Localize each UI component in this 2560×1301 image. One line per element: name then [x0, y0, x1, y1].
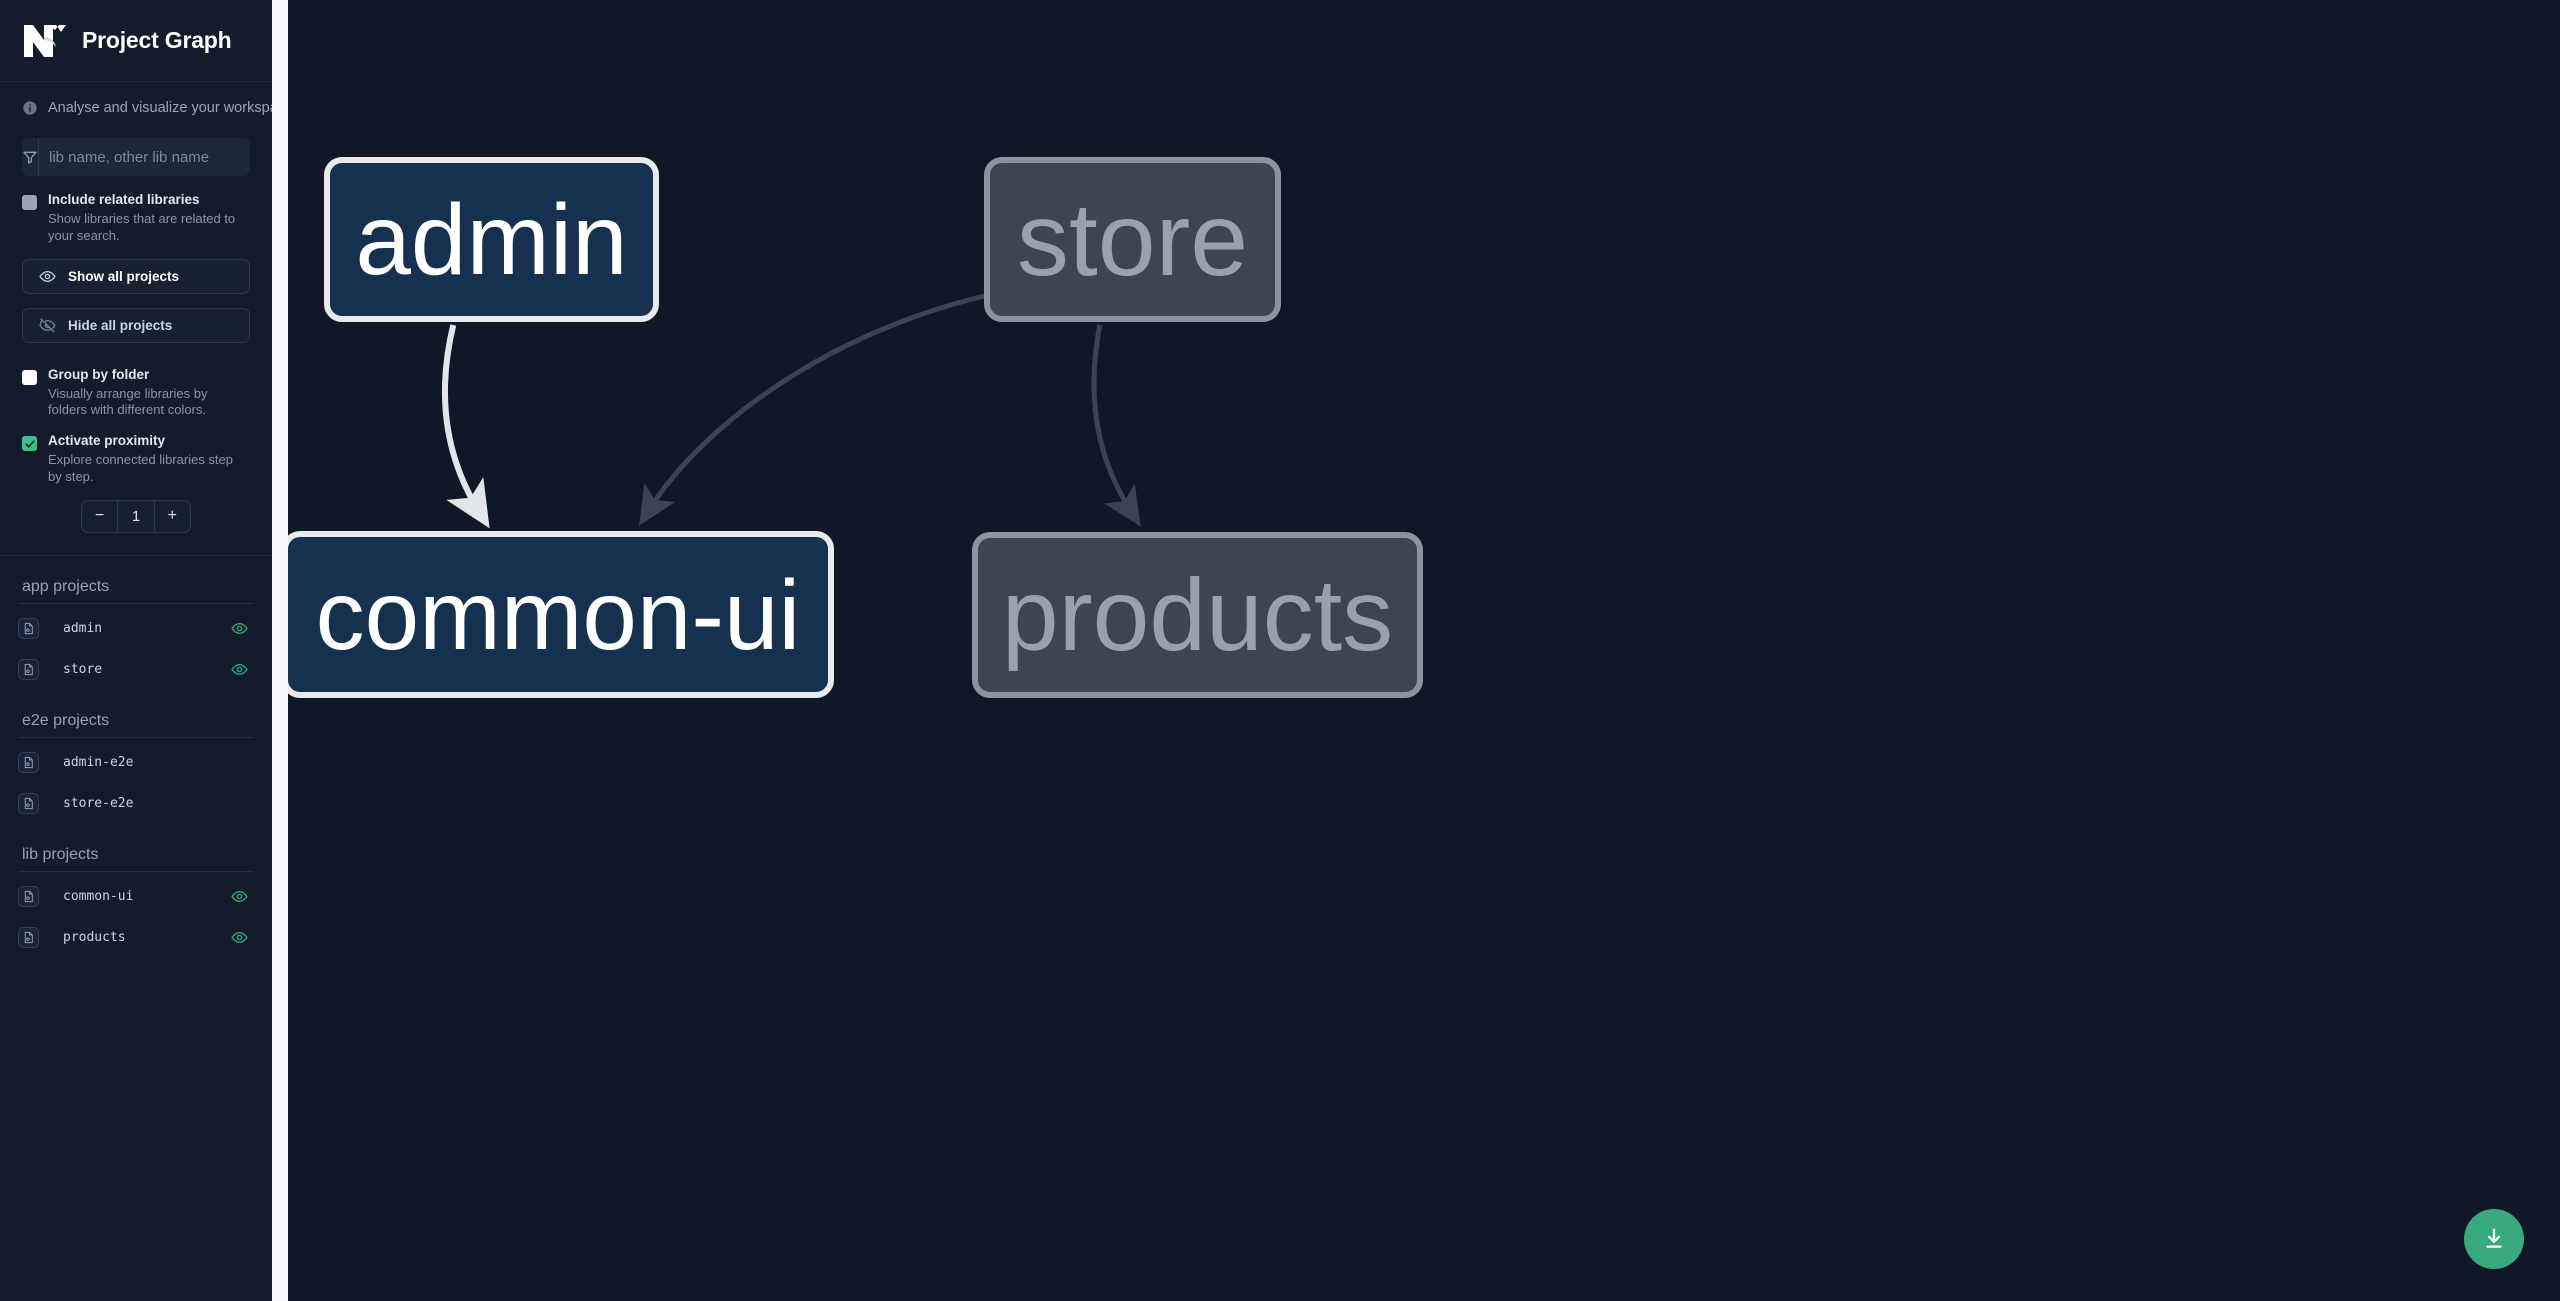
group-app-projects: app projects admin: [0, 556, 272, 690]
group-lib-projects: lib projects common-ui: [0, 824, 272, 958]
info-icon: [22, 100, 38, 116]
include-related-libraries-checkbox[interactable]: [22, 195, 37, 210]
option-include-related-libraries[interactable]: Include related libraries Show libraries…: [0, 176, 272, 245]
group-heading-lib-projects: lib projects: [18, 824, 254, 872]
group-e2e-projects: e2e projects admin-e2e store-e2e: [0, 690, 272, 824]
show-all-projects-button[interactable]: Show all projects: [22, 258, 250, 294]
edge-admin-to-common-ui: [442, 324, 490, 529]
option-activate-proximity[interactable]: Activate proximity Explore connected lib…: [0, 419, 272, 486]
search-input[interactable]: [39, 138, 250, 176]
proximity-stepper[interactable]: − 1 +: [81, 499, 191, 533]
activate-proximity-label: Activate proximity: [48, 433, 166, 449]
project-row-admin[interactable]: admin: [18, 608, 254, 649]
activate-proximity-description: Explore connected libraries step by step…: [48, 452, 233, 485]
graph-node-products[interactable]: products: [972, 532, 1423, 698]
group-heading-app-projects: app projects: [18, 556, 254, 604]
project-name-admin: admin: [63, 620, 103, 636]
group-by-folder-description: Visually arrange libraries by folders wi…: [48, 385, 208, 418]
project-row-admin-e2e[interactable]: admin-e2e: [18, 742, 254, 783]
eye-icon: [39, 268, 56, 285]
include-related-libraries-description: Show libraries that are related to your …: [48, 210, 236, 243]
project-file-icon: [18, 751, 39, 773]
eye-open-icon[interactable]: [231, 661, 248, 678]
project-file-icon: [18, 926, 39, 948]
option-group-by-folder[interactable]: Group by folder Visually arrange librari…: [0, 343, 272, 420]
sidebar: Project Graph Analyse and visualize your…: [0, 0, 272, 1301]
graph-node-store[interactable]: store: [984, 157, 1281, 322]
graph-node-common-ui[interactable]: common-ui: [282, 531, 834, 698]
filter-icon: [22, 149, 38, 165]
project-file-icon: [18, 885, 39, 907]
nx-logo-icon: [22, 21, 68, 61]
edge-store-to-common-ui: [639, 292, 990, 526]
sidebar-header: Project Graph: [0, 0, 272, 82]
group-heading-e2e-projects: e2e projects: [18, 690, 254, 738]
graph-node-admin-label: admin: [355, 183, 628, 296]
search-bar[interactable]: [22, 138, 250, 176]
project-file-icon: [18, 792, 39, 814]
project-row-common-ui[interactable]: common-ui: [18, 876, 254, 917]
graph-node-products-label: products: [1001, 558, 1394, 672]
hide-all-projects-button[interactable]: Hide all projects: [22, 307, 250, 343]
eye-open-icon[interactable]: [231, 929, 248, 946]
show-all-projects-label: Show all projects: [68, 268, 180, 284]
include-related-libraries-label: Include related libraries: [48, 192, 200, 207]
project-name-store-e2e: store-e2e: [63, 795, 134, 811]
graph-node-admin[interactable]: admin: [324, 157, 659, 322]
project-name-admin-e2e: admin-e2e: [63, 754, 134, 770]
graph-node-store-label: store: [1016, 181, 1249, 298]
activate-proximity-checkbox[interactable]: [22, 436, 37, 452]
edge-store-to-products: [1091, 324, 1141, 527]
app-subtitle: Analyse and visualize your workspace.: [48, 100, 272, 116]
hide-all-projects-label: Hide all projects: [68, 317, 173, 333]
proximity-increment-button[interactable]: +: [153, 500, 190, 532]
project-file-icon: [18, 617, 39, 639]
eye-open-icon[interactable]: [231, 888, 248, 905]
project-name-common-ui: common-ui: [63, 888, 134, 904]
download-image-button[interactable]: [2464, 1209, 2524, 1269]
project-name-products: products: [63, 929, 126, 945]
project-row-store[interactable]: store: [18, 649, 254, 690]
group-by-folder-label: Group by folder: [48, 366, 150, 382]
graph-edges: [442, 292, 1141, 529]
project-name-store: store: [63, 661, 103, 677]
graph-node-common-ui-label: common-ui: [315, 559, 801, 670]
filter-icon-box: [22, 138, 39, 176]
eye-open-icon[interactable]: [231, 620, 248, 637]
eye-off-icon: [39, 317, 56, 334]
project-row-products[interactable]: products: [18, 917, 254, 958]
subtitle-row: Analyse and visualize your workspace.: [0, 82, 272, 116]
graph-canvas[interactable]: admin store common-ui products: [272, 0, 2560, 1301]
sidebar-divider: [0, 554, 272, 556]
proximity-value: 1: [117, 500, 153, 532]
project-row-store-e2e[interactable]: store-e2e: [18, 783, 254, 824]
download-icon: [2481, 1226, 2507, 1252]
group-by-folder-checkbox[interactable]: [22, 369, 37, 385]
sidebar-scrollbar[interactable]: [272, 0, 288, 1301]
project-file-icon: [18, 658, 39, 680]
app-title: Project Graph: [82, 27, 232, 53]
proximity-decrement-button[interactable]: −: [94, 507, 105, 525]
